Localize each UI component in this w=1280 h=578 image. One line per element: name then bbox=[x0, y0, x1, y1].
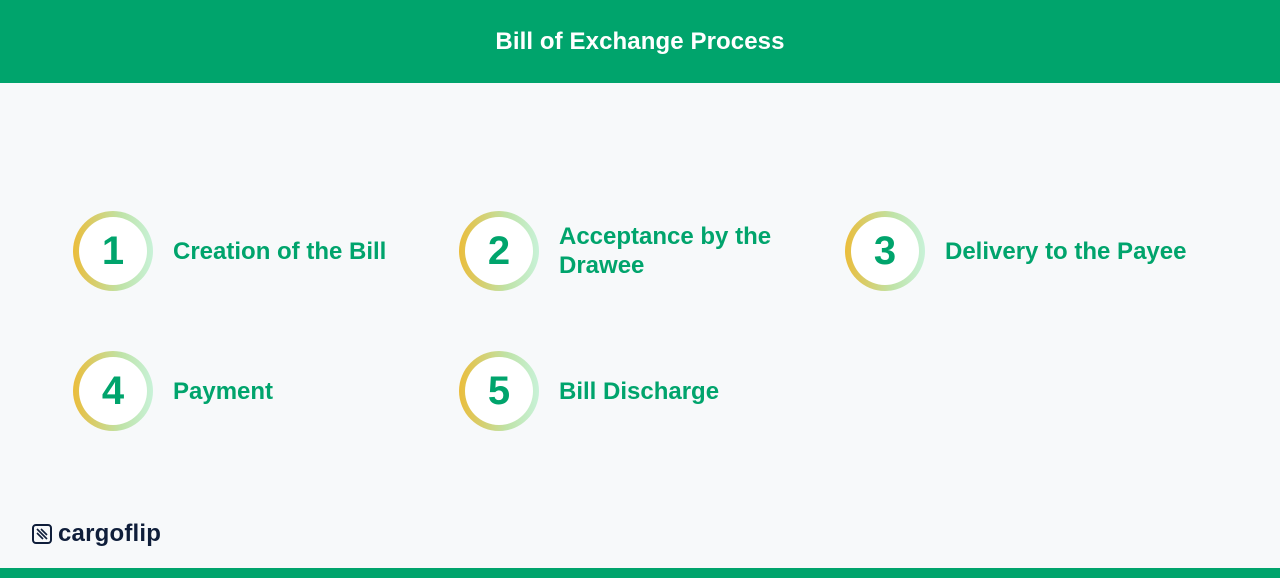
step-4: 4 Payment bbox=[73, 351, 413, 431]
step-3-label: Delivery to the Payee bbox=[945, 237, 1187, 265]
header-banner: Bill of Exchange Process bbox=[0, 0, 1280, 83]
step-3-number-ring: 3 bbox=[845, 211, 925, 291]
brand-logo: cargoflip bbox=[32, 520, 161, 548]
step-3: 3 Delivery to the Payee bbox=[845, 211, 1215, 291]
step-1-number-ring: 1 bbox=[73, 211, 153, 291]
step-2: 2 Acceptance by the Drawee bbox=[459, 211, 799, 291]
step-5-number-ring: 5 bbox=[459, 351, 539, 431]
step-4-number: 4 bbox=[101, 369, 125, 413]
step-5-number: 5 bbox=[487, 369, 511, 413]
step-4-number-ring: 4 bbox=[73, 351, 153, 431]
step-4-label: Payment bbox=[173, 377, 274, 405]
step-1-label: Creation of the Bill bbox=[173, 237, 387, 265]
step-3-number: 3 bbox=[873, 229, 897, 273]
page-title: Bill of Exchange Process bbox=[495, 27, 785, 55]
step-5: 5 Bill Discharge bbox=[459, 351, 799, 431]
step-2-number: 2 bbox=[487, 229, 511, 273]
step-2-number-ring: 2 bbox=[459, 211, 539, 291]
brand-name: cargoflip bbox=[58, 520, 162, 547]
step-5-label: Bill Discharge bbox=[559, 377, 720, 405]
step-1-number: 1 bbox=[101, 229, 125, 273]
step-1: 1 Creation of the Bill bbox=[73, 211, 413, 291]
cargoflip-logo-icon bbox=[32, 524, 52, 544]
step-2-label: Acceptance by the Drawee bbox=[559, 223, 772, 279]
footer-bar bbox=[0, 568, 1280, 578]
